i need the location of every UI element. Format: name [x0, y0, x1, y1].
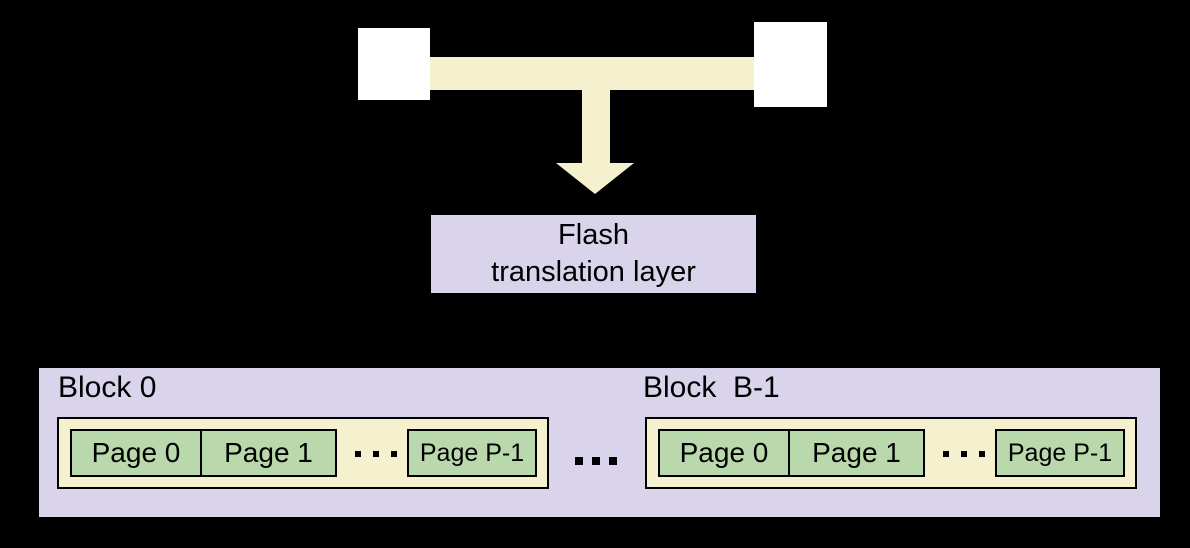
pages-ellipsis-icon [943, 451, 985, 457]
dot [355, 451, 361, 457]
page-cell: Page 0 [658, 429, 790, 477]
dot [943, 451, 949, 457]
page-cell: Page P-1 [995, 429, 1125, 477]
page-cell: Page 0 [70, 429, 202, 477]
dot [961, 451, 967, 457]
block-0-label: Block 0 [58, 371, 157, 404]
block-b1-label: Block B-1 [643, 371, 780, 404]
ftl-label-line2: translation layer [491, 256, 696, 288]
block-b1-pages-strip: Page 0 Page 1 Page P-1 [645, 417, 1137, 489]
page-cell: Page P-1 [407, 429, 537, 477]
ftl-label-line1: Flash [558, 219, 629, 251]
connector-box-left [358, 28, 430, 100]
connector-box-right [754, 22, 827, 107]
pages-ellipsis-icon [355, 451, 397, 457]
down-arrow-shaft [582, 85, 610, 164]
block-0-pages-strip: Page 0 Page 1 Page P-1 [57, 417, 549, 489]
dot [609, 457, 617, 465]
bus-bar [430, 57, 754, 90]
flash-translation-layer-box: Flash translation layer [431, 215, 756, 293]
dot [391, 451, 397, 457]
page-cell: Page 1 [200, 429, 337, 477]
page-cell: Page 1 [788, 429, 925, 477]
blocks-ellipsis-icon [575, 457, 617, 465]
dot [592, 457, 600, 465]
flash-array-container: Block 0 Page 0 Page 1 Page P-1 Block B-1… [37, 366, 1162, 519]
down-arrow-icon [556, 163, 634, 194]
dot [373, 451, 379, 457]
dot [575, 457, 583, 465]
dot [979, 451, 985, 457]
